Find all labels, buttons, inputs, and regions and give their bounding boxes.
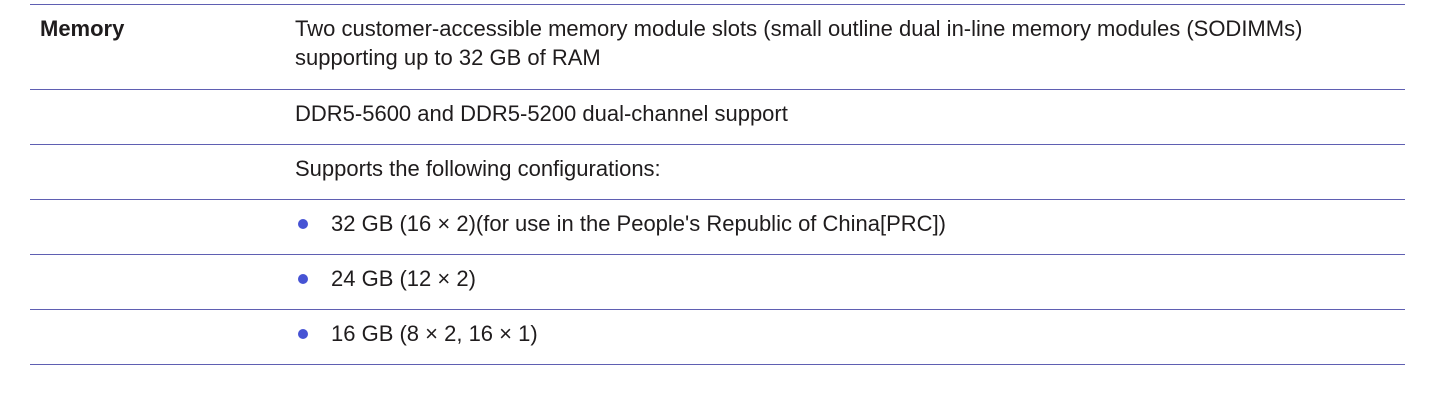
bullet-icon — [298, 219, 308, 229]
row-label-cell — [30, 209, 295, 254]
row-text: Supports the following configurations: — [295, 156, 661, 181]
row-text: DDR5-5600 and DDR5-5200 dual-channel sup… — [295, 101, 788, 126]
table-row: Supports the following configurations: — [30, 144, 1405, 199]
row-label-cell: Memory — [30, 14, 295, 89]
table-row: 32 GB (16 × 2)(for use in the People's R… — [30, 199, 1405, 254]
bullet-icon — [298, 274, 308, 284]
memory-spec-table: Memory Two customer-accessible memory mo… — [30, 4, 1405, 365]
table-row: Memory Two customer-accessible memory mo… — [30, 4, 1405, 89]
memory-row-label: Memory — [40, 16, 125, 41]
table-row: 24 GB (12 × 2) — [30, 254, 1405, 309]
bullet-item-text: 16 GB (8 × 2, 16 × 1) — [331, 321, 538, 346]
row-content-cell: 16 GB (8 × 2, 16 × 1) — [295, 319, 1405, 364]
row-content-cell: 32 GB (16 × 2)(for use in the People's R… — [295, 209, 1405, 254]
row-label-cell — [30, 99, 295, 144]
row-content-cell: DDR5-5600 and DDR5-5200 dual-channel sup… — [295, 99, 1405, 144]
bullet-item-text: 32 GB (16 × 2)(for use in the People's R… — [331, 211, 947, 236]
row-text: Two customer-accessible memory module sl… — [295, 16, 1303, 70]
bullet-icon — [298, 329, 308, 339]
row-content-cell: Two customer-accessible memory module sl… — [295, 14, 1405, 89]
row-label-cell — [30, 154, 295, 199]
table-row: 16 GB (8 × 2, 16 × 1) — [30, 309, 1405, 364]
table-row: DDR5-5600 and DDR5-5200 dual-channel sup… — [30, 89, 1405, 144]
bullet-item-text: 24 GB (12 × 2) — [331, 266, 476, 291]
row-label-cell — [30, 264, 295, 309]
row-label-cell — [30, 319, 295, 364]
row-content-cell: Supports the following configurations: — [295, 154, 1405, 199]
row-content-cell: 24 GB (12 × 2) — [295, 264, 1405, 309]
